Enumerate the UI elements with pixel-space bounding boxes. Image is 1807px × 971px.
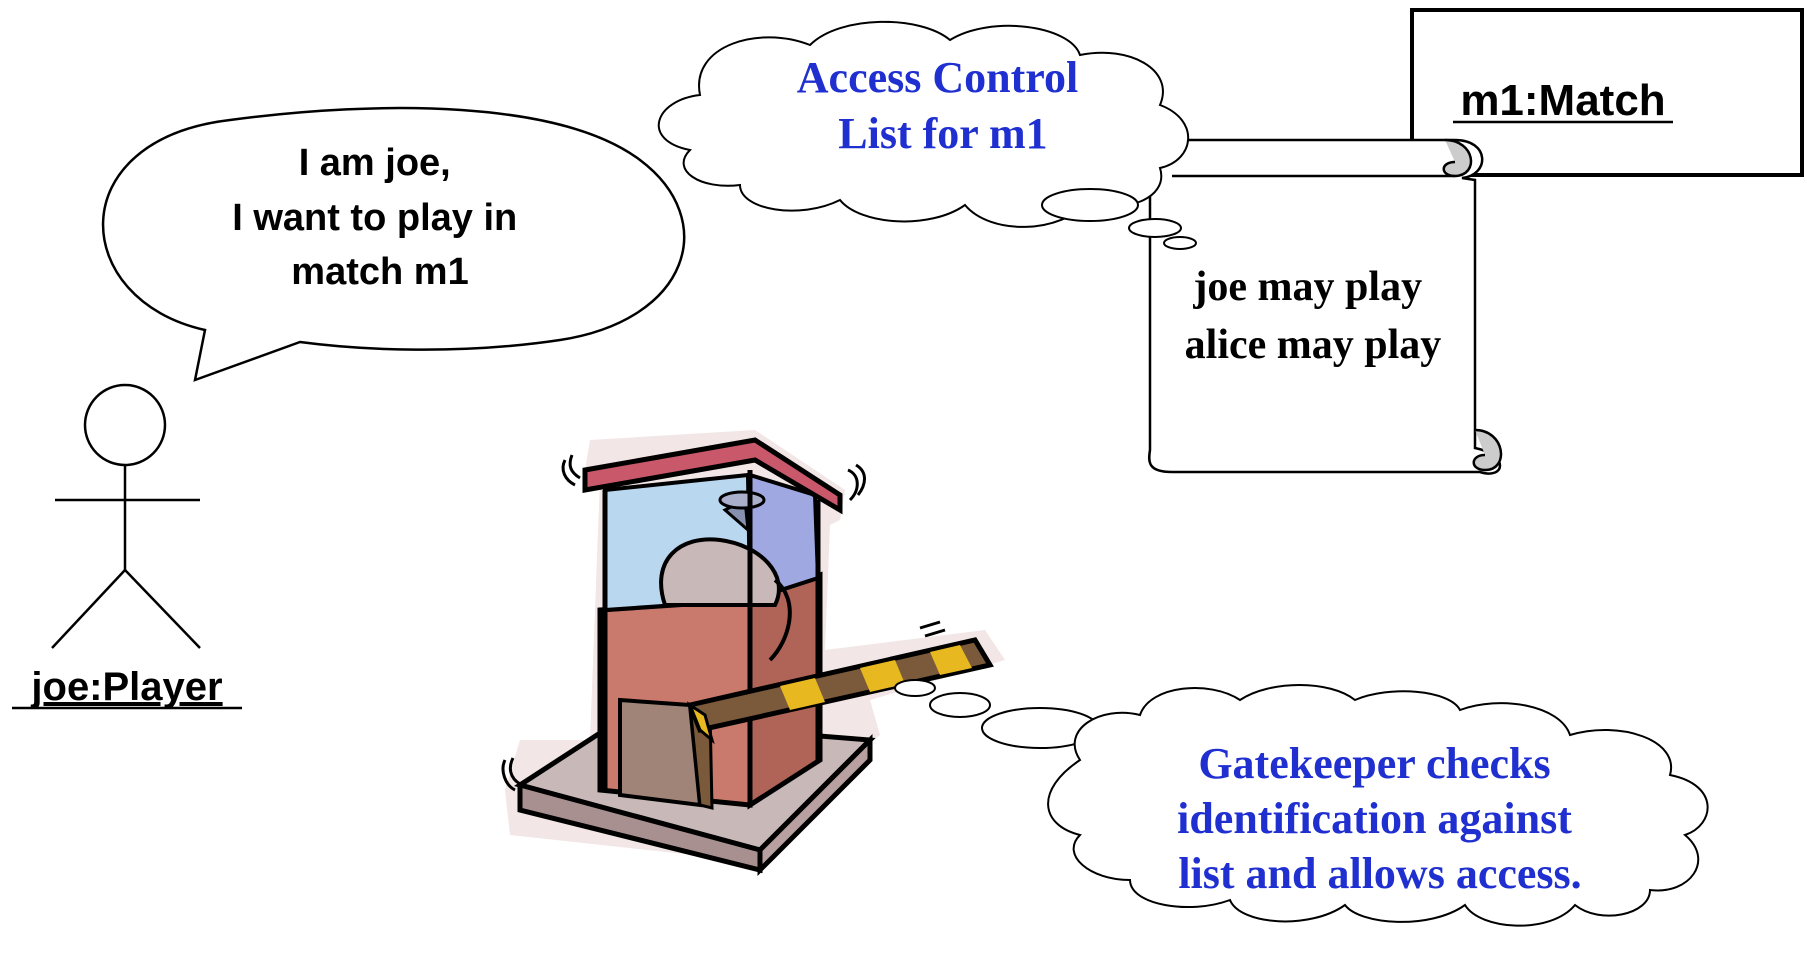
acl-cloud-line-1: Access Control <box>797 53 1078 102</box>
actor-label: joe:Player <box>30 665 222 709</box>
svg-text:I am joe, I want to pla: I am joe, I want to play in match m1 <box>232 142 528 293</box>
acl-cloud-line-2: List for m1 <box>838 109 1047 158</box>
speech-line-2: I want to play in <box>232 197 517 239</box>
speech-line-1: I am joe, <box>299 142 451 184</box>
acl-cloud <box>657 20 1197 250</box>
scroll-line-2: alice may play <box>1185 322 1442 368</box>
match-object-label: m1:Match <box>1460 76 1665 125</box>
scroll-line-1: joe may play <box>1192 264 1422 310</box>
svg-text:joe may play alice may pla: joe may play alice may play <box>1185 264 1442 368</box>
gatekeeper-cloud-line-2: identification against <box>1177 794 1572 843</box>
gatekeeper-cloud <box>894 679 1709 927</box>
gatekeeper-cloud-line-1: Gatekeeper checks <box>1198 739 1550 788</box>
gatekeeper-cloud-line-3: list and allows access. <box>1178 849 1581 898</box>
stick-figure-icon <box>51 383 201 649</box>
svg-text:Gatekeeper checks identifi: Gatekeeper checks identification against… <box>1177 739 1583 898</box>
speech-bubble: I am joe, I want to play in match m1 <box>101 106 686 382</box>
gatekeeper-booth-icon <box>501 430 1005 877</box>
speech-line-3: match m1 <box>291 251 468 293</box>
svg-text:Access Control List for m1: Access Control List for m1 <box>797 53 1089 158</box>
